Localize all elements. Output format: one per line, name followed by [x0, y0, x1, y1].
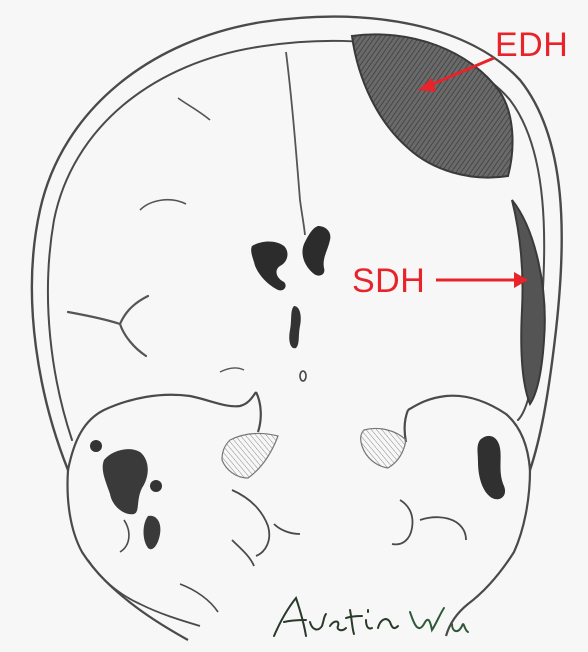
edh-label: EDH [495, 28, 568, 62]
left-temporal-dot [90, 440, 102, 452]
sdh-label: SDH [352, 264, 425, 298]
left-temporal-dot [150, 480, 162, 492]
